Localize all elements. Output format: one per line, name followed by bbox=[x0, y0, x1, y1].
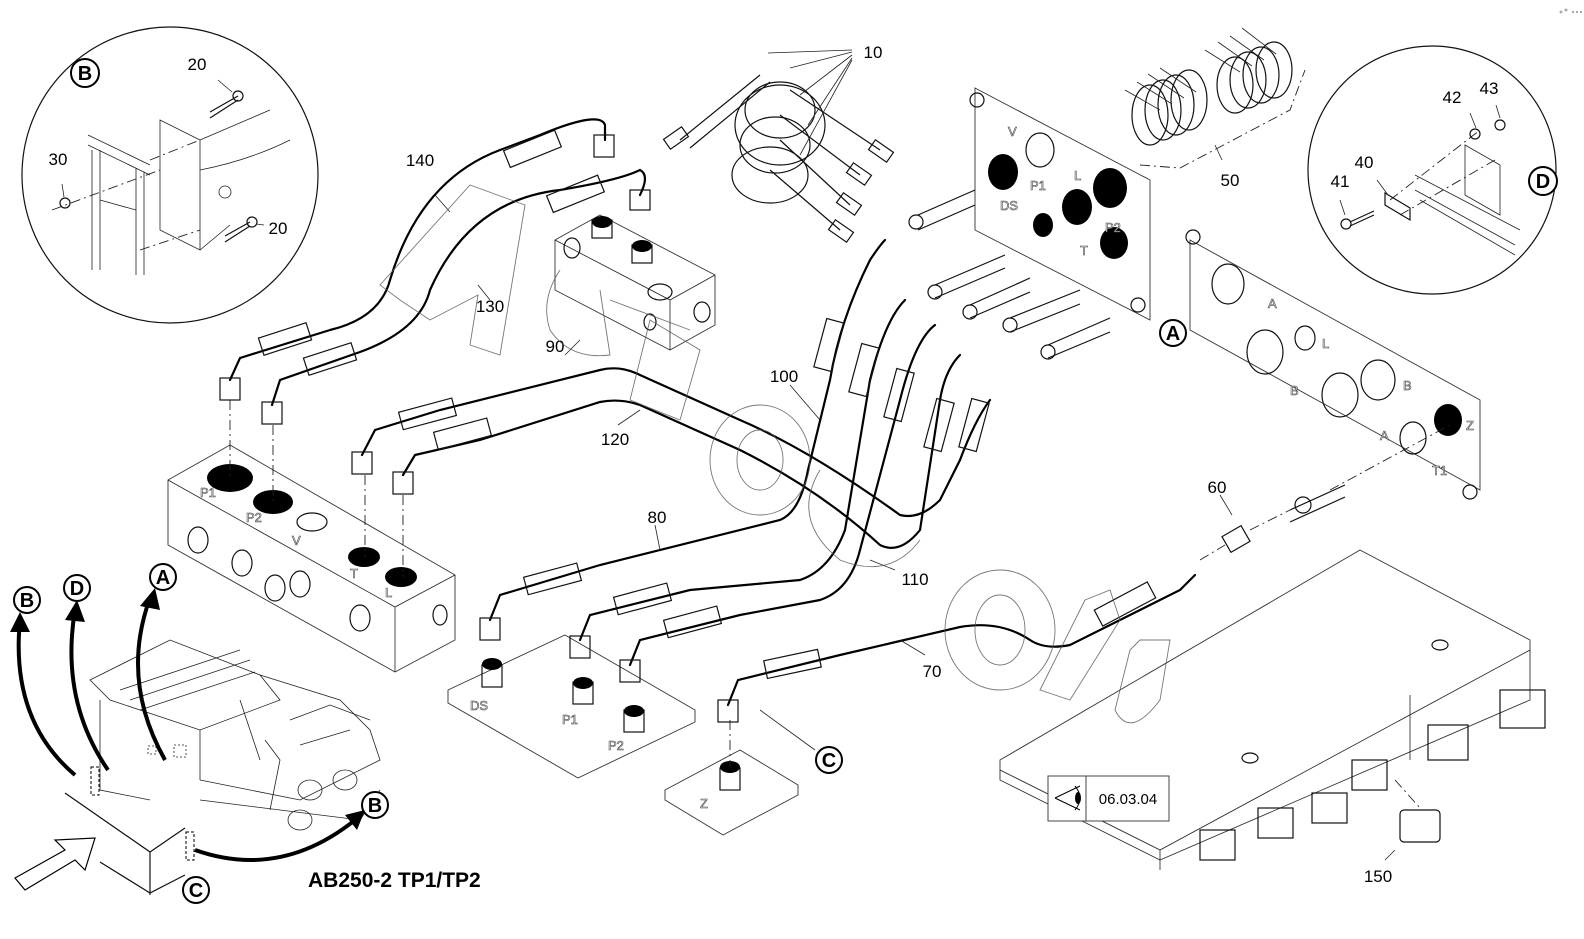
hoses bbox=[219, 118, 1346, 723]
view-marker-a: A bbox=[1166, 323, 1180, 345]
machine-marker-c: C bbox=[189, 880, 203, 902]
eye-view-icon bbox=[1054, 785, 1081, 811]
manifold-port-l: L bbox=[385, 585, 392, 600]
bulkhead-plate-right: A L B B A Z T1 bbox=[1185, 229, 1481, 500]
detail-d-letter: D bbox=[1536, 171, 1550, 193]
callout-140: 140 bbox=[406, 151, 434, 170]
connector-plug-icon bbox=[1394, 779, 1441, 843]
manifold-port-p2: P2 bbox=[246, 510, 262, 525]
model-label: AB250-2 TP1/TP2 bbox=[308, 869, 481, 892]
port-label-l: L bbox=[1074, 168, 1081, 183]
callout-110: 110 bbox=[901, 570, 928, 589]
port-label-ds: DS bbox=[1000, 198, 1018, 213]
callout-30: 30 bbox=[49, 150, 68, 169]
machine-marker-b-right: B bbox=[368, 795, 382, 817]
floor-port-p1: P1 bbox=[562, 712, 578, 727]
port-label-b2: B bbox=[1403, 378, 1412, 393]
callout-70: 70 bbox=[923, 662, 942, 681]
floor-port-ds: DS bbox=[470, 698, 488, 713]
view-marker-c: C bbox=[759, 709, 843, 774]
watermark bbox=[379, 184, 1171, 724]
manifold-port-t: T bbox=[350, 566, 358, 581]
port-label-z: Z bbox=[1466, 418, 1474, 433]
machine-marker-a: A bbox=[156, 567, 170, 589]
callout-150: 150 bbox=[1364, 867, 1392, 886]
detail-b-letter: B bbox=[78, 63, 92, 85]
valve-block-small: 90 bbox=[546, 214, 716, 356]
port-label-a: A bbox=[1268, 296, 1277, 311]
detail-view-d: D 41 40 42 43 bbox=[1307, 45, 1558, 295]
port-label-a2: A bbox=[1380, 428, 1389, 443]
control-box: 150 bbox=[999, 549, 1546, 886]
port-label-l: L bbox=[1322, 336, 1329, 351]
hose-callouts: 140 130 100 120 80 110 70 60 bbox=[406, 151, 1233, 681]
callout-60: 60 bbox=[1208, 478, 1227, 497]
callout-40: 40 bbox=[1355, 153, 1374, 172]
view-direction-arrow-icon bbox=[14, 837, 96, 891]
manifold-port-p1: P1 bbox=[200, 485, 216, 500]
callout-20-bottom: 20 bbox=[269, 219, 288, 238]
bolt-icon bbox=[224, 216, 258, 243]
bolt-icon bbox=[209, 90, 244, 119]
machine-overview: B D A B C AB250-2 TP1/TP2 bbox=[10, 563, 481, 904]
loading-dots-icon bbox=[1559, 8, 1582, 14]
washer-icon bbox=[1469, 128, 1481, 140]
nut-icon bbox=[1494, 119, 1506, 131]
port-label-t: T bbox=[1080, 243, 1088, 258]
callout-41: 41 bbox=[1331, 172, 1350, 191]
port-label-p2: P2 bbox=[1105, 220, 1121, 235]
fittings bbox=[908, 189, 1111, 360]
port-label-b: B bbox=[1290, 383, 1299, 398]
bolt-icon bbox=[1340, 210, 1375, 230]
callout-50: 50 bbox=[1221, 171, 1240, 190]
nut-icon bbox=[59, 197, 71, 209]
callout-120: 120 bbox=[601, 430, 629, 449]
callout-80: 80 bbox=[648, 508, 667, 527]
port-label-v: V bbox=[1008, 124, 1017, 139]
z-plate: Z bbox=[664, 720, 799, 836]
clamp-bracket-icon bbox=[1384, 191, 1411, 222]
reference-number: 06.03.04 bbox=[1099, 791, 1157, 808]
manifold-port-v: V bbox=[292, 533, 301, 548]
machine-marker-d: D bbox=[70, 578, 84, 600]
callout-100: 100 bbox=[770, 367, 798, 386]
callout-10: 10 bbox=[864, 43, 883, 62]
callout-43: 43 bbox=[1480, 79, 1499, 98]
detail-view-b: B 20 20 30 bbox=[21, 26, 319, 324]
floor-plate: DS P1 P2 bbox=[447, 634, 696, 779]
hose-straps: 10 bbox=[662, 43, 895, 244]
adapter-fitting bbox=[1199, 484, 1346, 561]
reference-box[interactable]: 06.03.04 bbox=[1047, 775, 1170, 822]
callout-42: 42 bbox=[1443, 88, 1462, 107]
callout-130: 130 bbox=[476, 297, 504, 316]
machine-marker-b-left: B bbox=[20, 590, 34, 612]
callout-90: 90 bbox=[546, 337, 565, 356]
cable-ties: 50 bbox=[1124, 27, 1306, 190]
svg-text:C: C bbox=[822, 750, 836, 772]
port-label-t1: T1 bbox=[1432, 463, 1447, 478]
manifold-block: P1 P2 V T L bbox=[167, 400, 456, 673]
z-plate-port: Z bbox=[700, 796, 708, 811]
bulkhead-plate-top: V P1 DS L P2 T A bbox=[969, 87, 1187, 347]
floor-port-p2: P2 bbox=[608, 738, 624, 753]
callout-20-top: 20 bbox=[188, 55, 207, 74]
port-label-p1: P1 bbox=[1030, 178, 1046, 193]
